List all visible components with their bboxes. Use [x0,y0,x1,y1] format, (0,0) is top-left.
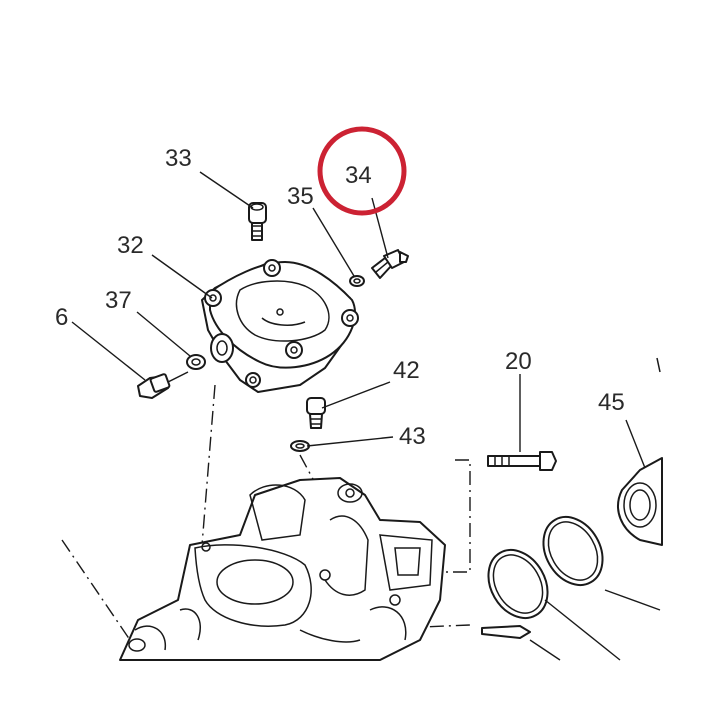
callout-37: 37 [105,287,132,314]
thermostat-cover [201,259,359,393]
o-rings [481,516,604,639]
bolt-20 [487,451,557,471]
callout-labels: 33 34 35 32 37 6 42 20 43 45 [55,145,625,450]
callout-42: 42 [393,357,420,384]
continuation-lines [529,589,661,661]
callout-20: 20 [505,348,532,375]
callout-35: 35 [287,183,314,210]
highlight-circle [317,126,407,216]
callout-36-partial: 6 [55,304,68,331]
engine-casing [119,477,446,661]
callout-43: 43 [399,423,426,450]
temperature-sensor-34 [371,249,409,279]
washer-43 [290,440,310,452]
callout-45: 45 [598,389,625,416]
washer-35 [349,275,365,287]
bolt-33 [248,202,267,241]
callout-34: 34 [345,162,372,189]
screw-42 [306,397,326,429]
washer-37 [186,354,206,370]
callout-33: 33 [165,145,192,172]
callout-32: 32 [117,232,144,259]
fitting-36 [137,371,189,399]
fitting-45 [617,357,663,546]
leader-lines [71,171,646,469]
